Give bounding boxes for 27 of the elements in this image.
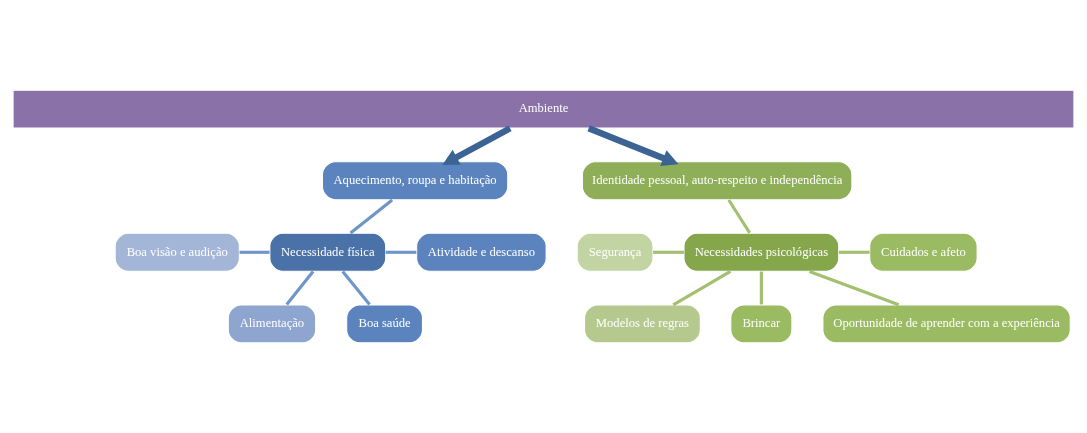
- connector: [808, 269, 900, 307]
- connector: [759, 271, 763, 305]
- node-box: Segurança: [576, 232, 654, 272]
- node-box: Brincar: [730, 304, 793, 344]
- arrow: [587, 125, 679, 167]
- connector: [727, 199, 751, 234]
- node-box: Identidade pessoal, auto-respeito e independência: [581, 161, 853, 201]
- connector: [239, 250, 270, 254]
- node-box: Boa visão e audição: [114, 232, 240, 272]
- node-box: Necessidade física: [269, 232, 387, 272]
- connector: [653, 250, 684, 254]
- connector: [838, 250, 870, 254]
- arrow: [442, 125, 512, 165]
- connector: [285, 270, 315, 306]
- node-box: Ambiente: [12, 89, 1075, 129]
- node-box: Atividade e descanso: [416, 232, 547, 272]
- node-box: Alimentação: [227, 304, 317, 344]
- node-box: Oportunidade de aprender com a experiência: [822, 304, 1071, 344]
- connector: [349, 198, 394, 235]
- node-box: Aquecimento, roupa e habitação: [321, 161, 509, 201]
- node-box: Necessidades psicológicas: [683, 232, 840, 272]
- connector: [385, 250, 417, 254]
- node-box: Modelos de regras: [584, 304, 701, 344]
- node-box: Boa saúde: [346, 304, 423, 344]
- connector: [672, 270, 732, 307]
- connector: [341, 270, 371, 306]
- node-box: Cuidados e afeto: [869, 232, 978, 272]
